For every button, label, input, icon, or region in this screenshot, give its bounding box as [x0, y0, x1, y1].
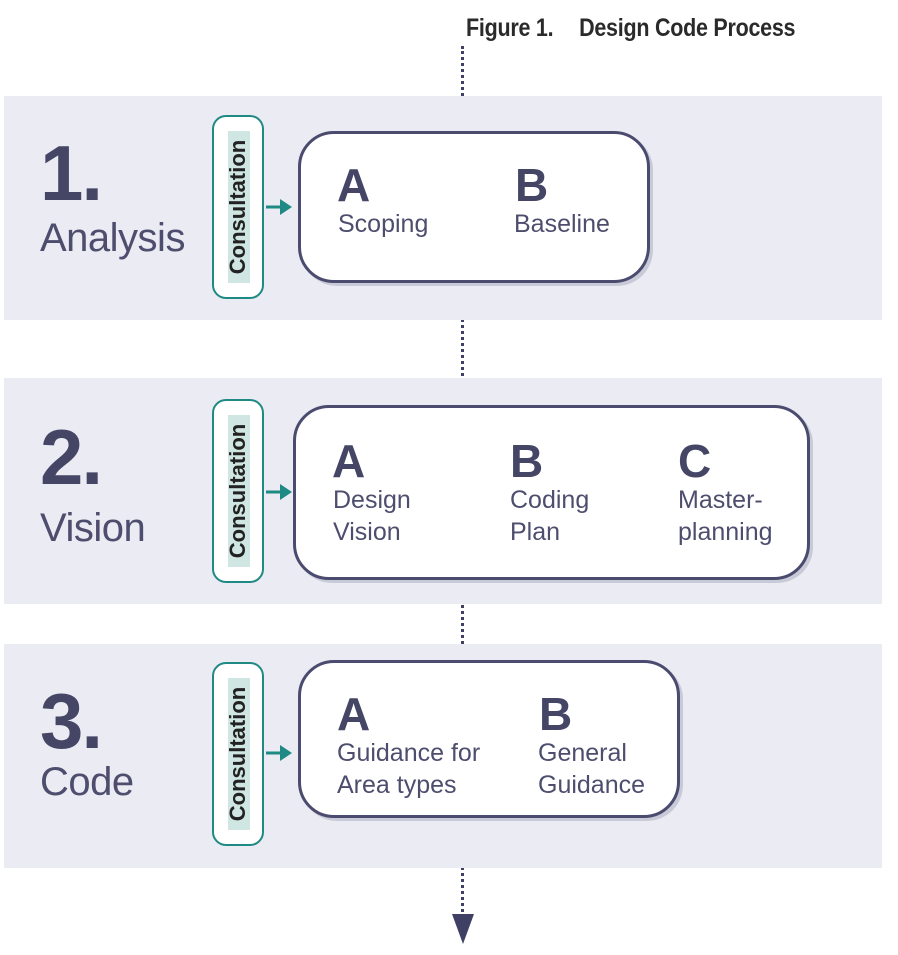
arrow-down-icon: [452, 914, 474, 944]
item-line: Coding: [510, 486, 590, 514]
item-line: Guidance for: [337, 739, 481, 767]
item-letter: A: [332, 435, 366, 487]
consultation-label: Consultation: [225, 423, 250, 559]
consultation-box: Consultation: [212, 115, 264, 299]
item-line: Master-: [678, 486, 763, 514]
figure-caption: Design Code Process: [579, 14, 796, 42]
item-letter: B: [539, 688, 573, 740]
consultation-box: Consultation: [212, 399, 264, 583]
item-label: Baseline: [514, 210, 610, 238]
step-number: 2.: [40, 413, 103, 501]
figure-title: Figure 1. Design Code Process: [466, 14, 796, 43]
item-letter: A: [337, 688, 371, 740]
connector-line: [461, 582, 464, 662]
item-letter: B: [515, 159, 549, 211]
item-line: Vision: [333, 518, 401, 546]
item-line: Design: [333, 486, 411, 514]
figure-number: Figure 1.: [466, 14, 554, 42]
item-letter: B: [510, 435, 544, 487]
item-letter: C: [678, 435, 712, 487]
arrow-right-icon: [266, 484, 292, 500]
step-number: 1.: [40, 129, 103, 217]
item-line: planning: [678, 518, 773, 546]
step-name: Code: [40, 760, 134, 804]
consultation-label: Consultation: [225, 139, 250, 275]
phase-box: A Guidance for Area types B General Guid…: [298, 660, 680, 818]
arrow-right-icon: [266, 199, 292, 215]
item-line: General: [538, 739, 627, 767]
item-line: Area types: [337, 771, 457, 799]
consultation-label: Consultation: [225, 686, 250, 822]
connector-line: [461, 284, 464, 406]
item-line: Plan: [510, 518, 561, 546]
phase-box: A Scoping B Baseline: [298, 131, 650, 283]
connector-line: [461, 46, 464, 132]
item-line: Guidance: [538, 771, 646, 799]
arrow-right-icon: [266, 745, 292, 761]
connector-line: [461, 818, 464, 920]
step-name: Vision: [40, 506, 146, 550]
step-number: 3.: [40, 677, 103, 765]
item-label: Scoping: [338, 210, 429, 238]
phase-box: A Design Vision B Coding Plan C Master- …: [293, 405, 810, 580]
consultation-box: Consultation: [212, 662, 264, 846]
item-letter: A: [337, 159, 371, 211]
step-name: Analysis: [40, 216, 185, 260]
